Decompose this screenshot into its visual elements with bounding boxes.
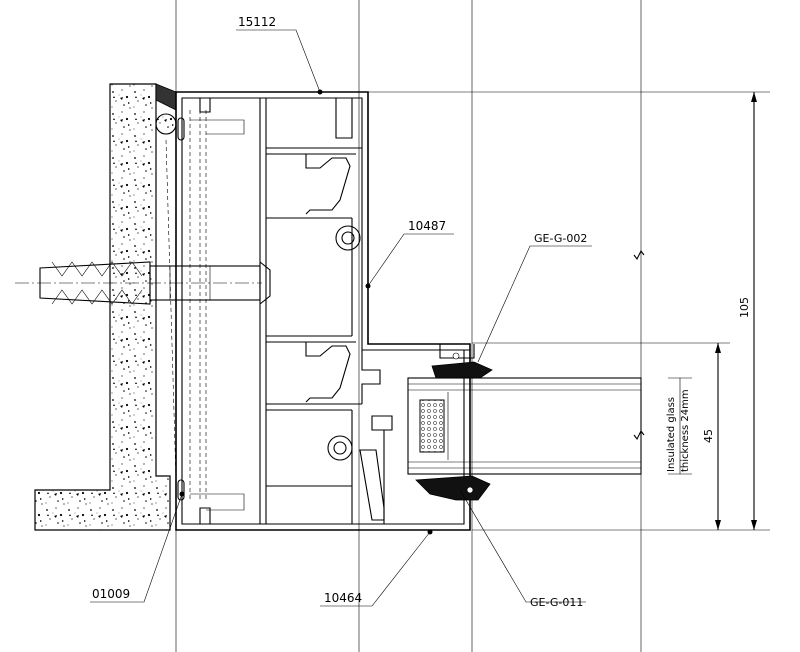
label-ge-g-011: GE-G-011 (530, 596, 583, 609)
reference-lines (15, 0, 770, 652)
label-01009: 01009 (92, 587, 130, 601)
leader-lines (90, 29, 592, 607)
mounting-bracket (165, 110, 245, 511)
insulated-glass-unit (407, 377, 642, 475)
glass-note-line2: thickness 24mm (680, 389, 691, 472)
dimension-105: 105 (738, 297, 751, 318)
label-10464: 10464 (324, 591, 362, 605)
dimension-45: 45 (702, 429, 715, 443)
frame-profile (175, 91, 475, 531)
concrete-wall (34, 83, 177, 531)
label-10487: 10487 (408, 219, 446, 233)
label-ge-g-002: GE-G-002 (534, 232, 587, 245)
dimension-lines (668, 92, 757, 530)
gaskets (415, 352, 493, 501)
label-15112: 15112 (238, 15, 276, 29)
glass-note-line1: Insulated glass (666, 397, 677, 472)
